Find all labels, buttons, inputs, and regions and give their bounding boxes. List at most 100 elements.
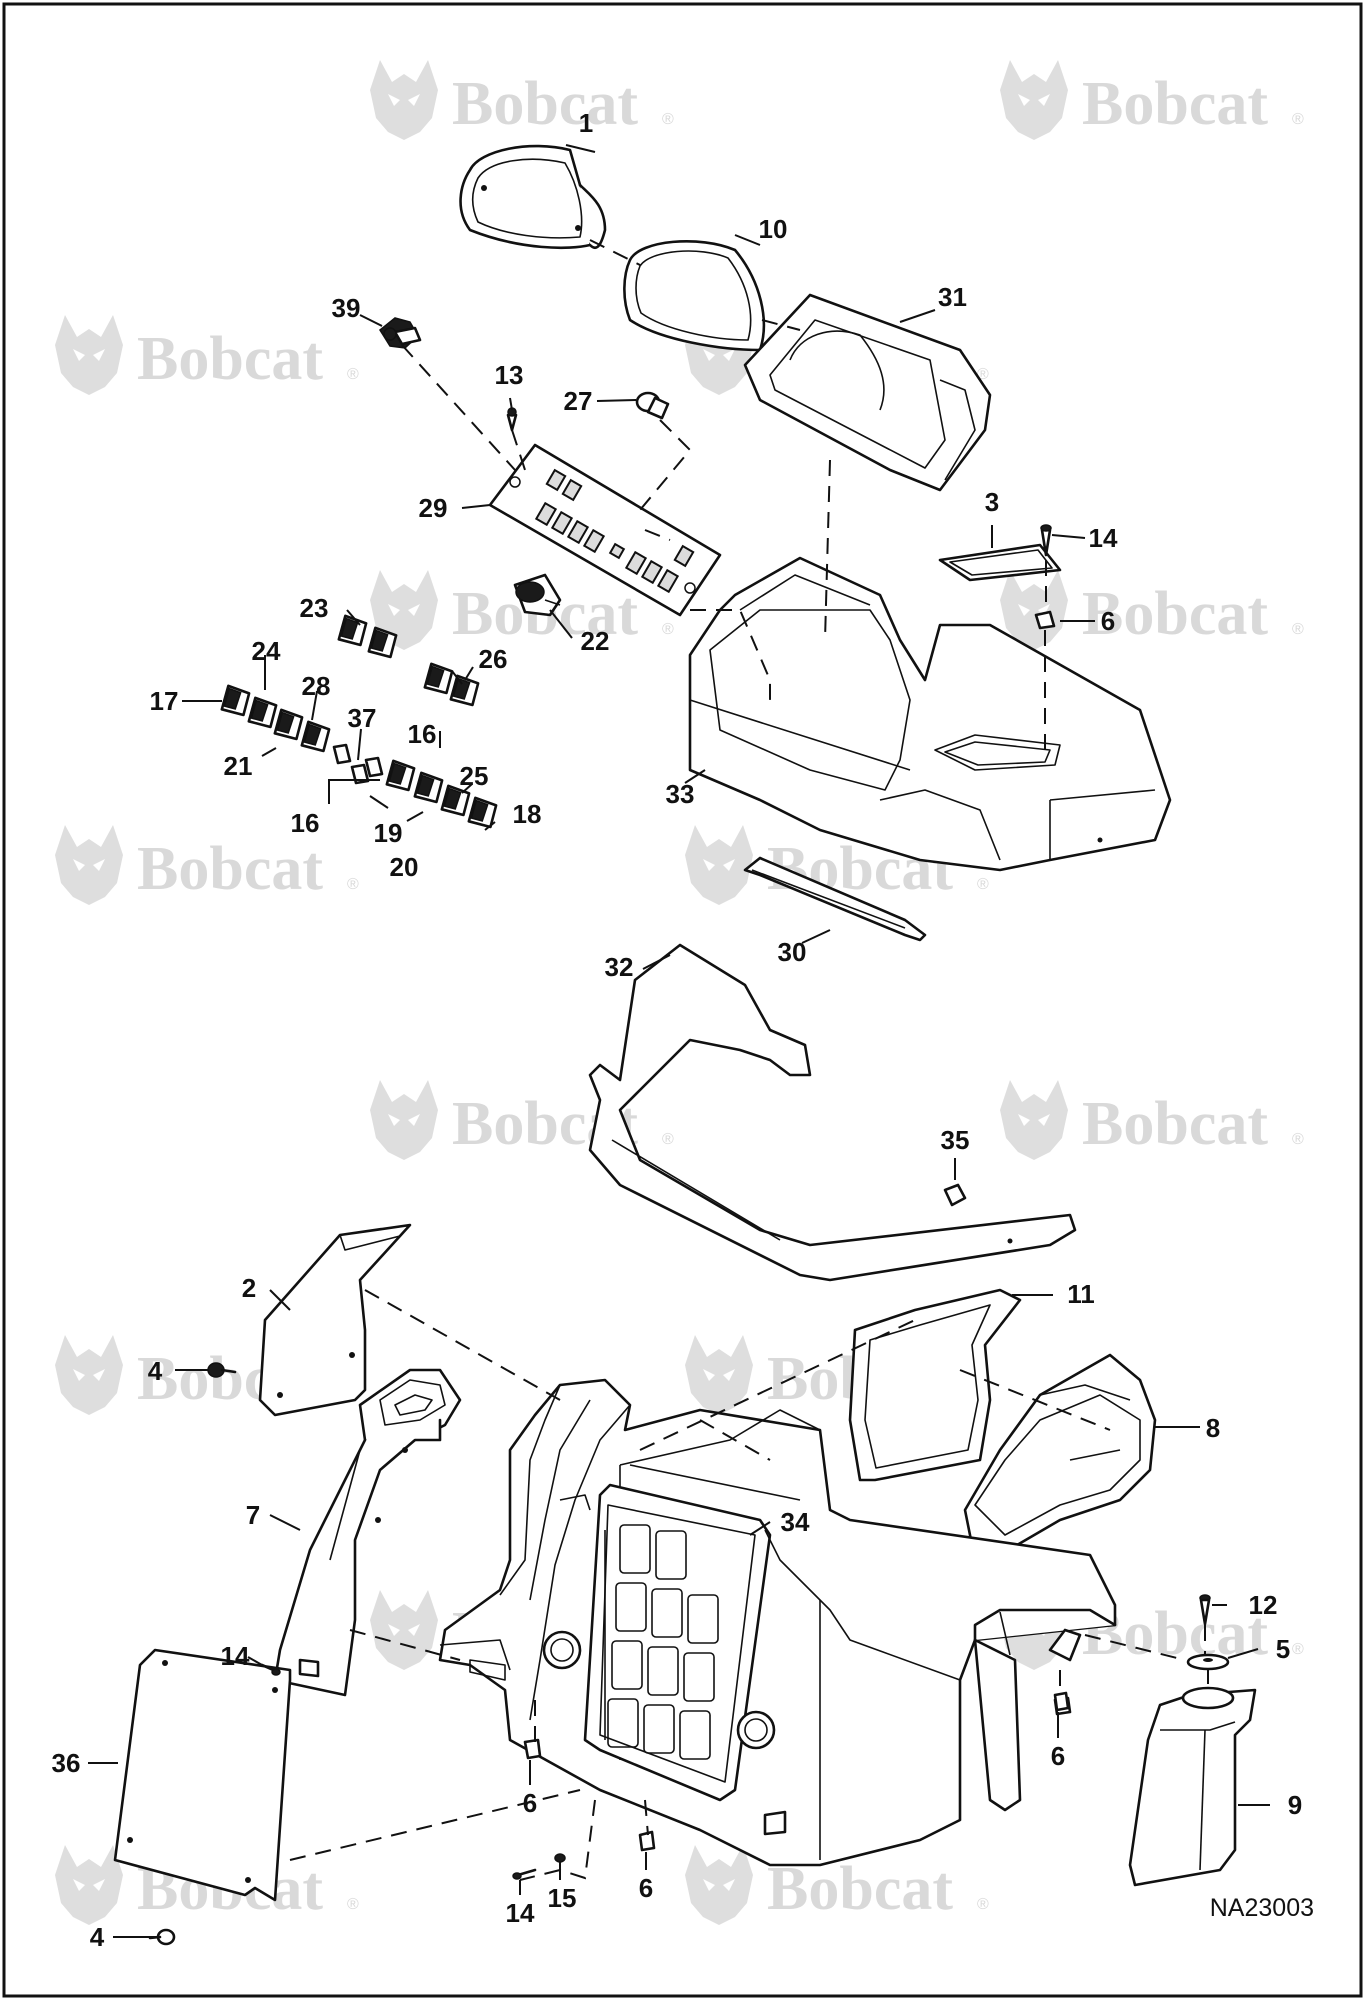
callout-1: 1 (579, 108, 593, 138)
rocker-switch (449, 674, 480, 707)
part-8-right-enclosure (963, 1353, 1157, 1562)
callout-4-lower: 4 (90, 1922, 105, 1952)
watermark-registered-mark: ® (662, 1131, 674, 1148)
part-29-switch-panel (488, 443, 722, 617)
watermark-2: Bobcat ® (1000, 60, 1304, 140)
watermark-text: Bobcat (452, 70, 638, 138)
bobcat-logo-icon (370, 1590, 438, 1670)
part-14-screw-left (260, 1663, 281, 1676)
callout-12: 12 (1249, 1590, 1278, 1620)
callout-8: 8 (1206, 1413, 1220, 1443)
part-30-seal-strip (743, 856, 927, 942)
keypad-cell (607, 1698, 639, 1748)
callout-24: 24 (252, 636, 281, 666)
callout-18: 18 (513, 799, 542, 829)
bobcat-logo-icon (55, 1845, 123, 1925)
keypad-cell (647, 1646, 679, 1696)
bobcat-logo-icon (685, 825, 753, 905)
watermark-registered-mark: ® (1292, 1641, 1304, 1658)
watermark-text: Bobcat (767, 1855, 953, 1923)
part-9-support-column (1128, 1686, 1257, 1887)
keypad-cell (651, 1588, 683, 1638)
keypad-cell (655, 1530, 687, 1580)
bobcat-logo-icon (370, 60, 438, 140)
part-14-screw-upper (1040, 524, 1052, 557)
callout-22: 22 (581, 626, 610, 656)
watermark-registered-mark: ® (347, 1896, 359, 1913)
watermark-registered-mark: ® (1292, 621, 1304, 638)
watermark-text: Bobcat (1082, 580, 1268, 648)
callout-5: 5 (1276, 1634, 1290, 1664)
callout-6-upper: 6 (1101, 606, 1115, 636)
callout-23: 23 (300, 593, 329, 623)
watermark-3: Bobcat ® (55, 315, 359, 395)
callout-16-lower: 16 (291, 808, 320, 838)
callout-20: 20 (390, 852, 419, 882)
part-6-nut-right (1053, 1691, 1070, 1712)
callout-6-right: 6 (1051, 1741, 1065, 1771)
callout-3: 3 (985, 487, 999, 517)
part-2-side-panel (258, 1223, 412, 1417)
callout-11: 11 (1067, 1279, 1095, 1309)
callout-32: 32 (605, 952, 634, 982)
part-14-screw-bottom (512, 1868, 537, 1880)
watermark-registered-mark: ® (1292, 111, 1304, 128)
callout-6-lower-a: 6 (523, 1788, 537, 1818)
part-10-gasket (623, 240, 766, 352)
rocker-switch (337, 614, 368, 647)
callout-30: 30 (778, 937, 807, 967)
part-33-upper-console (688, 556, 1172, 872)
watermark-text: Bobcat (1082, 1090, 1268, 1158)
figure-id: NA23003 (1210, 1894, 1314, 1922)
part-15-washer (554, 1853, 566, 1863)
part-32-lower-trim (588, 943, 1077, 1282)
callout-25: 25 (460, 761, 489, 791)
rocker-switch (220, 684, 251, 717)
rocker-switch (247, 696, 278, 729)
callout-26: 26 (479, 644, 508, 674)
part-39-key-switch (379, 317, 422, 349)
callout-21: 21 (224, 751, 253, 781)
part-6-nut-upper (1034, 610, 1056, 630)
bobcat-logo-icon (1000, 60, 1068, 140)
watermark-6: Bobcat ® (1000, 570, 1304, 650)
callout-31: 31 (938, 282, 967, 312)
watermark-10: Bobcat® (1000, 1080, 1304, 1160)
switch-blank-plate (364, 756, 384, 778)
callout-2: 2 (242, 1273, 256, 1303)
part-6-nut-lower-a (523, 1738, 542, 1760)
callout-10: 10 (759, 214, 788, 244)
callout-15: 15 (548, 1883, 577, 1913)
keypad-cell (615, 1582, 647, 1632)
part-1-instrument-bezel (459, 144, 607, 250)
callout-17: 17 (150, 686, 179, 716)
rocker-switch (385, 759, 416, 792)
callout-29: 29 (419, 493, 448, 523)
part-35-pad (943, 1183, 967, 1207)
rocker-switch (413, 771, 444, 804)
callout-28: 28 (302, 671, 331, 701)
rocker-switch (423, 662, 454, 695)
keypad-cell (687, 1594, 719, 1644)
bobcat-logo-icon (55, 825, 123, 905)
callout-39: 39 (332, 293, 361, 323)
keypad-cell (683, 1652, 715, 1702)
rocker-switch (367, 626, 398, 659)
bobcat-logo-icon (685, 1335, 753, 1415)
watermark-registered-mark: ® (347, 366, 359, 383)
watermark-text: Bobcat (1082, 70, 1268, 138)
callout-labels: 1 10 31 39 13 27 29 3 14 6 23 22 24 26 1… (52, 108, 1303, 1952)
callout-6-lower-b: 6 (639, 1873, 653, 1903)
part-36-access-panel (113, 1648, 292, 1902)
part-3-cover (938, 543, 1062, 582)
watermark-text: Bobcat (137, 835, 323, 903)
rocker-switch (273, 708, 304, 741)
callout-14-left: 14 (221, 1641, 250, 1671)
callout-9: 9 (1288, 1790, 1302, 1820)
watermark-registered-mark: ® (347, 876, 359, 893)
callout-7: 7 (246, 1500, 260, 1530)
watermark-text: Bobcat (137, 325, 323, 393)
part-11-gasket-frame (848, 1288, 1022, 1482)
